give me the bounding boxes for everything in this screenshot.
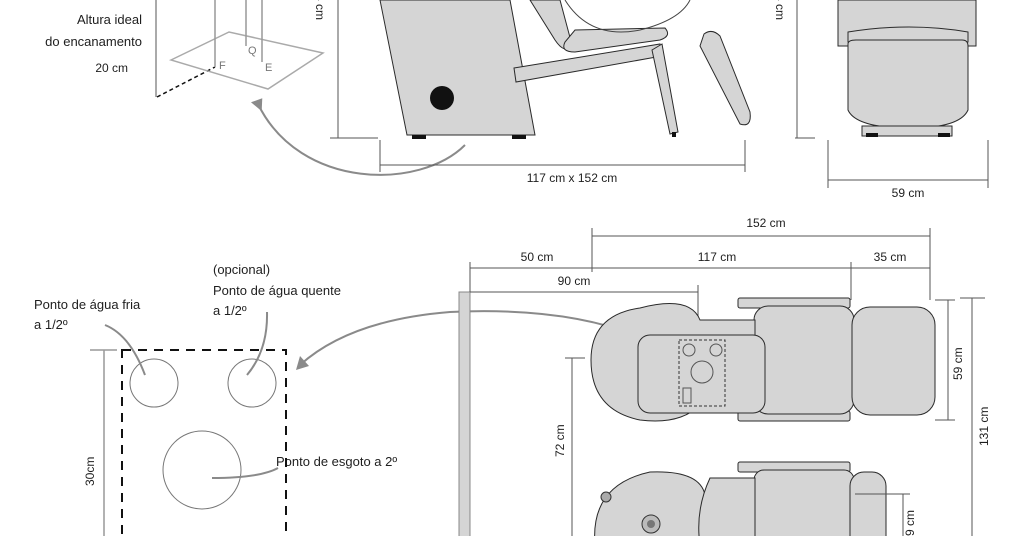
- side-height-label: 4 cm: [313, 0, 327, 20]
- cold-point: [682, 343, 696, 357]
- hot-point: [709, 343, 723, 357]
- side-view-chair: 4 cm 117 cm x 152 cm: [313, 0, 751, 185]
- foot: [938, 133, 950, 137]
- front-seat: [847, 39, 969, 129]
- floor-plane: [168, 31, 325, 90]
- hot-water-optional-label: (opcional): [213, 262, 270, 277]
- wash-basin-body: [379, 0, 536, 136]
- plumbing-area: [678, 339, 726, 407]
- wall-gap-label: 50 cm: [521, 250, 554, 264]
- plumbing-height-title-1: Altura ideal: [77, 12, 142, 27]
- arrowhead-icon: [296, 356, 309, 370]
- foot: [412, 135, 426, 139]
- footrest: [851, 306, 936, 416]
- dashed-reference-line: [156, 66, 216, 98]
- cold-water-point: [129, 358, 179, 408]
- hot-water-arrow: [246, 311, 269, 376]
- foot: [512, 135, 526, 139]
- total-length-label: 152 cm: [746, 216, 785, 230]
- top-view-layout: 152 cm 50 cm 117 cm 35 cm 90 cm 59 cm: [458, 216, 991, 536]
- front-view-chair: 4 cm 59 cm: [773, 0, 989, 200]
- curved-arrow-to-plane: [257, 103, 466, 176]
- wall: [458, 291, 471, 536]
- top-chair-1: [590, 297, 936, 422]
- outlet: [682, 387, 692, 404]
- sewer-label: Ponto de esgoto a 2º: [276, 454, 397, 469]
- rear-leg: [651, 43, 679, 135]
- drain-center: [647, 520, 655, 528]
- plumbing-height-title-2: do encanamento: [45, 34, 142, 49]
- front-width-label: 59 cm: [892, 186, 925, 200]
- cold-water-label-2: a 1/2º: [34, 317, 68, 332]
- chair-length-label: 117 cm: [698, 250, 736, 264]
- spacing-label: 72 cm: [553, 424, 567, 457]
- point-e-label: E: [265, 62, 272, 74]
- cold-water-arrow: [104, 324, 146, 376]
- arrowhead-icon: [250, 98, 263, 112]
- plumbing-area-dashed: [121, 349, 287, 536]
- button-icon: [600, 491, 612, 503]
- plumbing-height-label: 20 cm: [95, 61, 128, 75]
- point-f-label: F: [219, 60, 226, 72]
- wash-bowl: [594, 471, 706, 536]
- seat: [753, 469, 855, 536]
- sewer-point: [690, 360, 714, 384]
- foot: [866, 133, 878, 137]
- hot-water-point: [227, 358, 277, 408]
- footrest: [849, 471, 887, 536]
- plumbing-distance-label: 90 cm: [558, 274, 591, 288]
- top-chair-2: [594, 461, 887, 536]
- bowl-inner: [637, 334, 766, 414]
- drain-hole: [430, 86, 454, 110]
- sewer-arrow: [211, 467, 279, 479]
- hot-water-label-2: a 1/2º: [213, 303, 247, 318]
- second-chair-width-label: 9 cm: [903, 510, 917, 536]
- plumbing-height-perspective: Altura ideal do encanamento 20 cm F Q E: [45, 0, 466, 176]
- footrest-length-label: 35 cm: [874, 250, 907, 264]
- plan-height-label: 30cm: [83, 457, 97, 486]
- seat-cushion: [563, 27, 669, 53]
- front-headrest: [847, 26, 969, 43]
- leg-foot: [672, 132, 676, 137]
- seat: [753, 305, 855, 415]
- point-q-label: Q: [248, 45, 257, 57]
- hot-water-label-1: Ponto de água quente: [213, 283, 341, 298]
- footprint-label: 117 cm x 152 cm: [527, 171, 617, 185]
- total-width-label: 131 cm: [977, 407, 991, 446]
- neck-rest: [698, 477, 756, 536]
- footrest: [699, 30, 751, 126]
- sewer-point: [162, 430, 242, 510]
- chair-width-label: 59 cm: [951, 347, 965, 380]
- front-base: [861, 125, 953, 137]
- plumbing-plan: Ponto de água fria a 1/2º (opcional) Pon…: [34, 262, 681, 536]
- front-height-label: 4 cm: [773, 0, 787, 20]
- armrest-loop: [564, 0, 691, 33]
- cold-water-label-1: Ponto de água fria: [34, 297, 141, 312]
